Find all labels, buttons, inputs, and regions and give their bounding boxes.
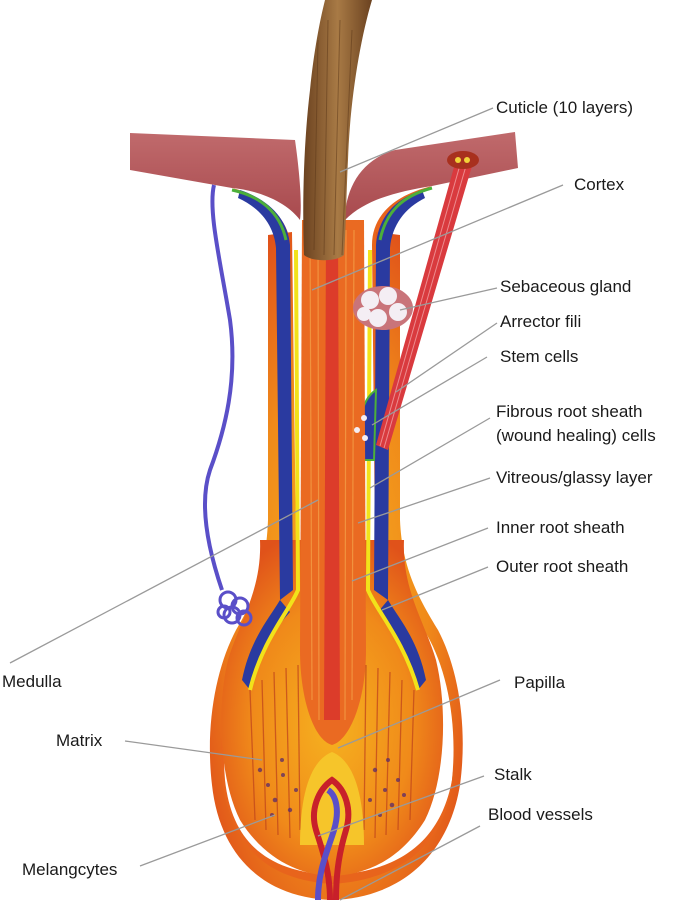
stem-cells xyxy=(354,415,368,441)
anchor-dot-2 xyxy=(464,157,470,163)
vein-coil xyxy=(216,590,253,627)
label-inner-root-sheath: Inner root sheath xyxy=(496,518,625,537)
vitreous-left xyxy=(248,249,301,691)
label-arrector-fili: Arrector fili xyxy=(500,312,581,331)
green-layer-left xyxy=(231,188,288,241)
label-vitreous-layer: Vitreous/glassy layer xyxy=(496,468,653,487)
melanocyte-cluster xyxy=(257,758,406,817)
anchor-dot-1 xyxy=(455,157,461,163)
skin-left xyxy=(130,133,301,220)
label-medulla: Medulla xyxy=(2,672,62,691)
blood-vessel-artery xyxy=(311,776,352,901)
blue-sheath-left xyxy=(238,190,293,600)
medulla-strand xyxy=(324,230,340,720)
leader-lines xyxy=(9,107,564,901)
muscle-anchor xyxy=(447,151,479,169)
hair-shaft-texture xyxy=(313,19,353,256)
vein-left xyxy=(202,184,235,591)
label-cuticle: Cuticle (10 layers) xyxy=(496,98,633,117)
label-outer-root-sheath: Outer root sheath xyxy=(496,557,628,576)
label-melanocytes: Melangcytes xyxy=(22,860,117,879)
label-stalk: Stalk xyxy=(494,765,532,784)
label-blood-vessels: Blood vessels xyxy=(488,805,593,824)
label-stem-cells: Stem cells xyxy=(500,347,578,366)
skin-right xyxy=(345,132,518,220)
label-fibrous-root-sheath-2: (wound healing) cells xyxy=(496,426,656,445)
label-papilla: Papilla xyxy=(514,673,566,692)
green-layer-right xyxy=(378,186,433,241)
label-cortex: Cortex xyxy=(574,175,625,194)
vitreous-right xyxy=(365,249,420,691)
sebaceous-gland xyxy=(353,286,413,330)
label-sebaceous-gland: Sebaceous gland xyxy=(500,277,631,296)
label-matrix: Matrix xyxy=(56,731,103,750)
label-fibrous-root-sheath-1: Fibrous root sheath xyxy=(496,402,642,421)
